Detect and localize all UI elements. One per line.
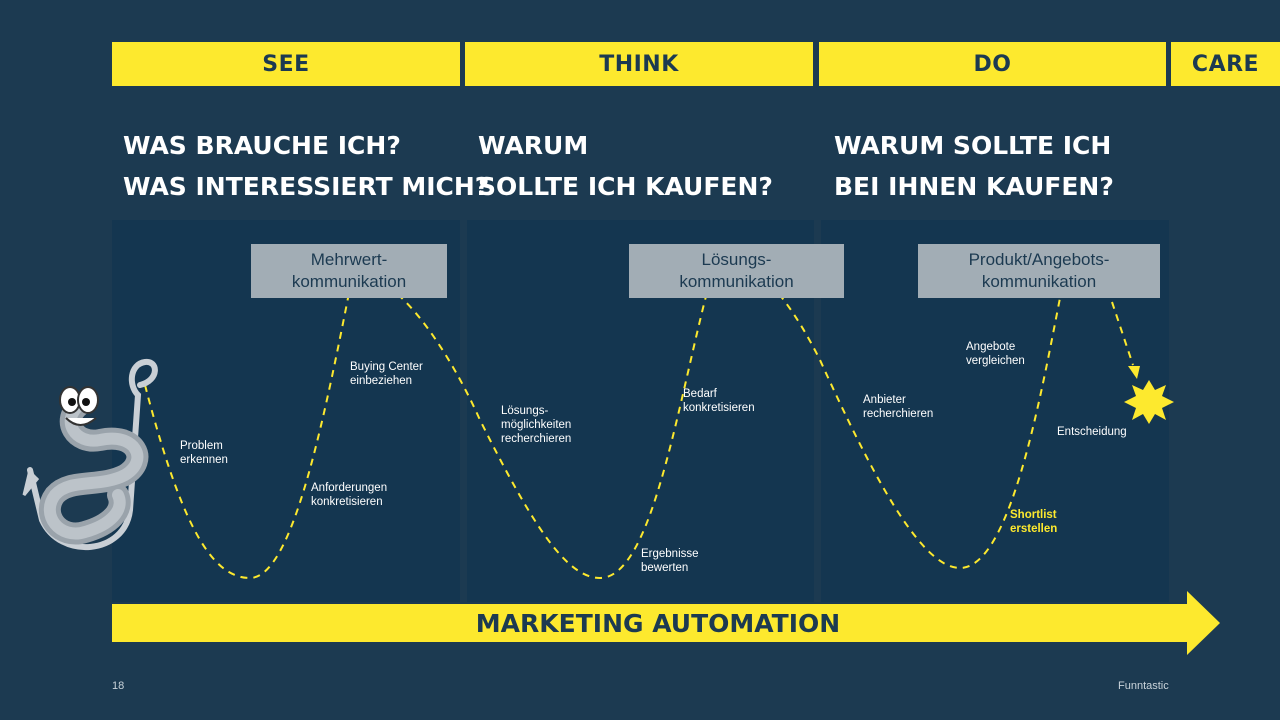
phase-label: DO (973, 51, 1012, 77)
heading-see: WAS BRAUCHE ICH? WAS INTERESSIERT MICH? (123, 131, 490, 201)
step-evaluate: Ergebnisse bewerten (641, 548, 699, 574)
heading-do: WARUM SOLLTE ICH BEI IHNEN KAUFEN? (834, 131, 1114, 201)
step-buying-center: Buying Center einbeziehen (350, 361, 423, 387)
step-research-solutions: Lösungs- möglichkeiten recherchieren (501, 405, 572, 445)
marketing-automation-label: MARKETING AUTOMATION (475, 608, 841, 638)
phase-care: CARE (1171, 42, 1280, 86)
phase-think: THINK (465, 42, 813, 86)
phase-label: CARE (1191, 51, 1260, 77)
marketing-automation-arrow (112, 591, 1220, 655)
phase-see: SEE (112, 42, 460, 86)
box-solution-communication: Lösungs- kommunikation (629, 244, 844, 298)
box-value-communication: Mehrwert- kommunikation (251, 244, 447, 298)
goal-arrow-line (1111, 301, 1134, 366)
step-specify-need: Bedarf konkretisieren (683, 388, 755, 414)
heading-think: WARUM SOLLTE ICH KAUFEN? (478, 131, 773, 201)
step-problem: Problem erkennen (180, 440, 228, 466)
phase-label: SEE (262, 51, 310, 77)
step-requirements: Anforderungen konkretisieren (311, 482, 388, 508)
starburst-icon (1124, 380, 1174, 424)
journey-curve (144, 263, 1061, 580)
step-decision: Entscheidung (1057, 426, 1127, 438)
phase-label: THINK (599, 51, 679, 77)
phase-do: DO (819, 42, 1166, 86)
worm-on-hook-icon (22, 358, 158, 551)
step-compare-offers: Angebote vergleichen (966, 341, 1025, 367)
box-product-communication: Produkt/Angebots- kommunikation (918, 244, 1160, 298)
goal-arrow-head (1128, 366, 1140, 379)
footer-brand: Funntastic (1118, 680, 1169, 692)
step-research-vendors: Anbieter recherchieren (863, 394, 934, 420)
step-shortlist: Shortlist erstellen (1010, 509, 1058, 535)
page-number: 18 (112, 680, 125, 692)
